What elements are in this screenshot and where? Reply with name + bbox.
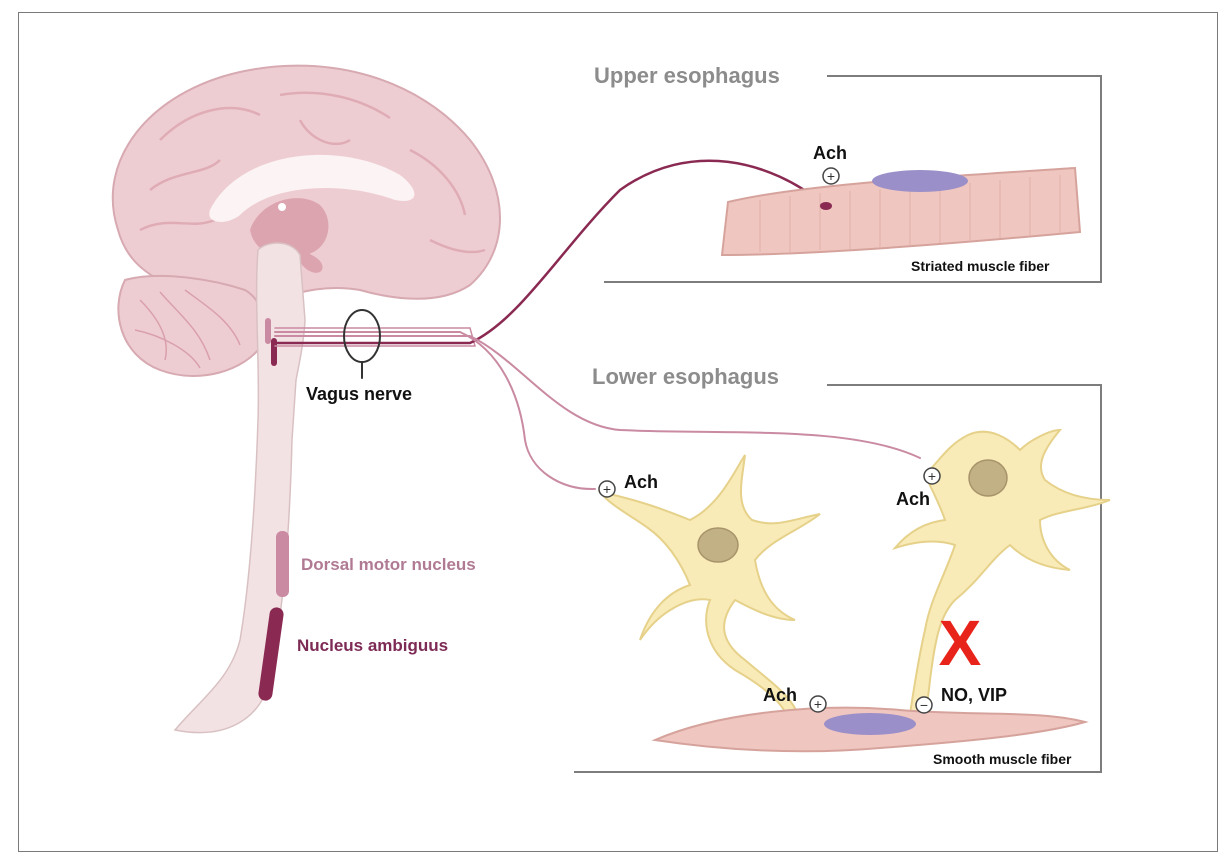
- legend: Dorsal motor nucleus Nucleus ambiguus: [258, 531, 476, 702]
- left-input-ach-label: Ach: [624, 472, 658, 492]
- left-input-plus-glyph: +: [603, 481, 611, 497]
- legend-na-label: Nucleus ambiguus: [297, 636, 448, 655]
- upper-plus-glyph: +: [827, 168, 835, 184]
- striated-nucleus: [872, 170, 968, 192]
- smooth-nucleus: [824, 713, 916, 735]
- upper-nerve-terminal: [820, 202, 832, 210]
- esophagus-innervation-diagram: Vagus nerve Upper esophagus +: [0, 0, 1222, 827]
- excitatory-plus-glyph: +: [814, 696, 822, 712]
- right-neuron-nucleus: [969, 460, 1007, 496]
- upper-esophagus-title: Upper esophagus: [594, 63, 780, 88]
- legend-dmn-swatch: [276, 531, 289, 597]
- blocked-x-mark: X: [939, 607, 982, 679]
- lower-esophagus-title: Lower esophagus: [592, 364, 779, 389]
- dmn-fiber-left: [275, 332, 595, 489]
- right-input-plus-glyph: +: [928, 468, 936, 484]
- right-input-ach-label: Ach: [896, 489, 930, 509]
- lower-esophagus-panel: Lower esophagus + Ach + Ach + Ach −: [574, 364, 1110, 772]
- thalamus-highlight: [278, 203, 286, 211]
- dmn-marker: [265, 318, 271, 344]
- upper-ach-label: Ach: [813, 143, 847, 163]
- smooth-fiber-label: Smooth muscle fiber: [933, 751, 1072, 767]
- excitatory-ach-label: Ach: [763, 685, 797, 705]
- legend-dmn-label: Dorsal motor nucleus: [301, 555, 476, 574]
- upper-esophagus-panel: Upper esophagus + Ach Striated mus: [594, 63, 1101, 282]
- inhibitory-no-vip-label: NO, VIP: [941, 685, 1007, 705]
- diagram-canvas: Vagus nerve Upper esophagus +: [0, 0, 1222, 827]
- left-neuron-nucleus: [698, 528, 738, 562]
- inhibitory-minus-glyph: −: [920, 697, 928, 713]
- vagus-nerve-label: Vagus nerve: [306, 384, 412, 404]
- striated-fiber-label: Striated muscle fiber: [911, 258, 1050, 274]
